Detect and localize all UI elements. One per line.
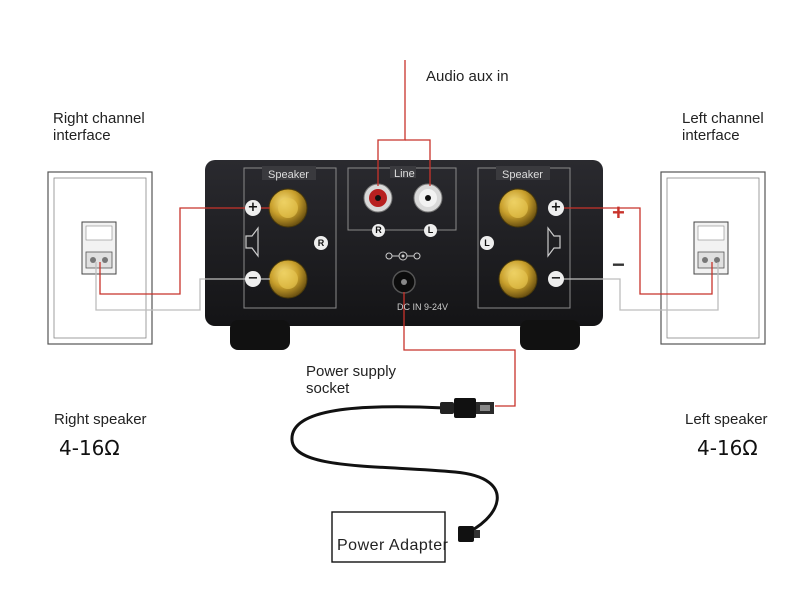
left-minus-badge: − xyxy=(548,271,564,287)
amplifier-body xyxy=(205,160,603,350)
power-supply-socket-label: Power supply socket xyxy=(306,363,397,397)
right-minus-badge: − xyxy=(245,271,261,287)
audio-aux-in-label: Audio aux in xyxy=(426,68,509,85)
r-channel-marker: R xyxy=(314,236,328,250)
polarity-plus-marker: + xyxy=(612,200,625,225)
line-l-marker: L xyxy=(424,224,437,237)
speaker-panel-label-right: Speaker xyxy=(268,169,309,181)
left-speaker-box xyxy=(660,171,766,345)
left-impedance-label: 4-16Ω xyxy=(697,436,758,460)
line-r-marker: R xyxy=(372,224,385,237)
left-channel-interface-label: Left channel interface xyxy=(682,110,764,144)
right-channel-interface-label: Right channel interface xyxy=(53,110,145,144)
power-cable xyxy=(290,398,499,542)
left-plus-badge: + xyxy=(548,200,564,216)
power-adapter-box xyxy=(331,511,446,563)
speaker-panel-label-left: Speaker xyxy=(502,169,543,181)
line-panel-label: Line xyxy=(394,168,415,180)
grey-wires xyxy=(95,262,719,311)
polarity-minus-marker: − xyxy=(612,252,625,277)
power-adapter-label: Power Adapter xyxy=(337,537,449,554)
right-impedance-label: 4-16Ω xyxy=(59,436,120,460)
dc-in-label: DC IN 9-24V xyxy=(397,302,449,312)
red-wires xyxy=(99,60,713,407)
left-speaker-label: Left speaker xyxy=(685,411,768,428)
right-plus-badge: + xyxy=(245,200,261,216)
right-speaker-box xyxy=(47,171,153,345)
right-speaker-label: Right speaker xyxy=(54,411,147,428)
l-channel-marker: L xyxy=(480,236,494,250)
